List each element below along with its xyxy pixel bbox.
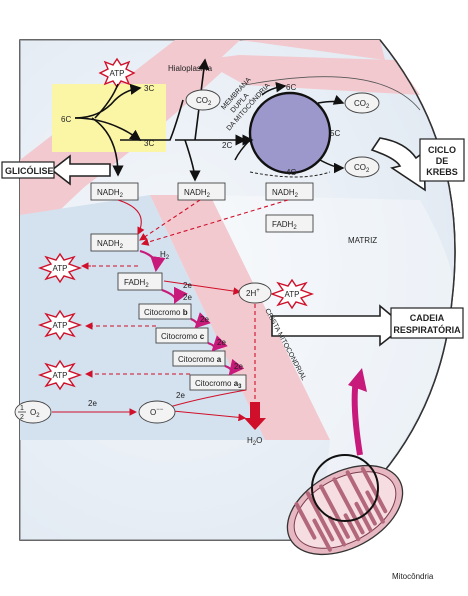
two-e-label-2: 2e	[200, 315, 209, 324]
cytochrome-a3-box: Citocromo a3	[189, 374, 247, 391]
glicolise-label-box	[1, 161, 55, 179]
co2-oval-right-bottom: CO2	[344, 156, 380, 178]
two-e-label-4: 2e	[234, 362, 243, 371]
svg-text:2: 2	[20, 414, 24, 421]
mitocondria-label: Mitocôndria	[392, 572, 434, 581]
label-4c: 4C	[286, 168, 296, 177]
hialoplasma-label: Hialoplasma	[168, 64, 213, 73]
red-flow-arrows	[80, 199, 289, 422]
cadeia-label-1: CADEIA	[410, 313, 445, 323]
svg-text:ATP: ATP	[285, 290, 300, 299]
svg-text:FADH2: FADH2	[272, 220, 297, 231]
atp-burst-4: ATP	[269, 278, 315, 310]
nadh-box-1: NADH2	[90, 182, 139, 201]
svg-text:CO2: CO2	[354, 99, 370, 110]
krebs-label-2: DE	[436, 156, 449, 166]
svg-text:CO2: CO2	[354, 163, 370, 174]
label-3c-top: 3C	[144, 84, 154, 93]
svg-text:ATP: ATP	[53, 371, 68, 380]
mitochondria-illustration	[286, 464, 404, 556]
svg-text:Citocromo c: Citocromo c	[161, 332, 205, 341]
co2-oval-right-top: CO2	[344, 92, 380, 114]
label-6c-krebs: 6C	[286, 83, 296, 92]
h2-label: H2	[160, 250, 170, 261]
krebs-circle	[248, 91, 332, 175]
svg-text:1: 1	[20, 405, 24, 412]
water-arrow	[244, 402, 266, 430]
label-3c-bottom: 3C	[144, 139, 154, 148]
atp-burst-1: ATP	[37, 252, 83, 284]
label-2c: 2C	[222, 141, 232, 150]
crista-band	[150, 195, 330, 440]
glicolise-label: GLICÓLISE	[5, 165, 54, 176]
svg-text:FADH2: FADH2	[124, 278, 149, 289]
svg-text:NADH2: NADH2	[184, 188, 211, 199]
svg-text:CO2: CO2	[196, 96, 212, 107]
atp-burst-2: ATP	[37, 309, 83, 341]
two-e-label-7: 2e	[88, 399, 97, 408]
two-e-label-3: 2e	[217, 338, 226, 347]
krebs-label-3: KREBS	[426, 167, 458, 177]
svg-text:NADH2: NADH2	[97, 188, 124, 199]
fadh-box-matrix: FADH2	[265, 214, 314, 233]
o-minus-oval: O−−	[138, 400, 176, 424]
atp-burst-top: ATP	[98, 57, 136, 89]
svg-text:O2: O2	[30, 408, 40, 419]
svg-text:O−−: O−−	[150, 407, 164, 417]
two-e-label-1: 2e	[183, 293, 192, 302]
fadh-box-chain: FADH2	[117, 272, 163, 291]
matrix-region	[210, 195, 454, 540]
krebs-label-box	[419, 138, 465, 182]
svg-text:Citocromo b: Citocromo b	[144, 308, 188, 317]
cytochrome-a-box: Citocromo a	[172, 350, 226, 367]
cytochrome-b-box: Citocromo b	[138, 303, 192, 320]
water-label: H2O	[247, 436, 262, 447]
two-e-label-5: 2e	[183, 281, 192, 290]
cadeia-label-2: RESPIRATÓRIA	[393, 324, 461, 335]
half-o2-group: 1 2 O2	[14, 400, 52, 424]
label-6c: 6C	[61, 115, 71, 124]
two-h-oval: 2H+	[238, 282, 272, 304]
cadeia-label-box	[390, 307, 464, 339]
svg-text:NADH2: NADH2	[97, 239, 124, 250]
nadh-box-2: NADH2	[177, 182, 226, 201]
svg-text:ATP: ATP	[53, 264, 68, 273]
glycolysis-arrows	[74, 58, 247, 182]
krebs-label-1: CICLO	[428, 145, 456, 155]
electron-chain-arrows	[139, 249, 245, 376]
svg-text:ATP: ATP	[110, 69, 125, 78]
svg-text:ATP: ATP	[53, 321, 68, 330]
two-e-label-6: 2e	[176, 391, 185, 400]
glicolise-arrow	[50, 154, 111, 186]
svg-text:Citocromo a3: Citocromo a3	[195, 379, 242, 390]
atp-burst-3: ATP	[37, 359, 83, 391]
svg-text:2H+: 2H+	[246, 288, 260, 298]
nadh-box-chain: NADH2	[90, 233, 139, 252]
svg-text:Citocromo a: Citocromo a	[178, 355, 222, 364]
nadh-box-3: NADH2	[265, 182, 314, 201]
matriz-label: MATRIZ	[348, 236, 377, 245]
co2-oval-left: CO2	[185, 89, 221, 111]
cytochrome-c-box: Citocromo c	[155, 327, 209, 344]
label-5c: 5C	[330, 129, 340, 138]
zoom-circle	[311, 454, 379, 522]
svg-text:NADH2: NADH2	[272, 188, 299, 199]
